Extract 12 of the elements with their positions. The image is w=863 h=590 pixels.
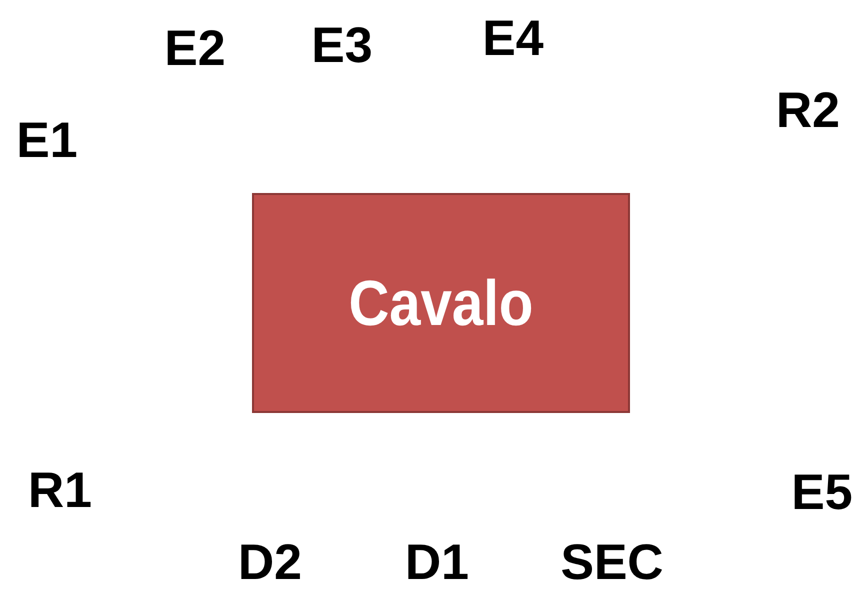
position-label: SEC <box>560 537 664 587</box>
position-label: D2 <box>238 537 302 587</box>
position-label: E5 <box>791 467 853 517</box>
position-label: R2 <box>776 85 840 135</box>
position-label: E3 <box>311 20 373 70</box>
position-label: E1 <box>16 115 78 165</box>
process-box <box>252 193 630 413</box>
position-label: E2 <box>164 23 226 73</box>
node-title: Cavalo <box>348 266 534 340</box>
position-label: E4 <box>482 13 544 63</box>
position-label: D1 <box>405 537 469 587</box>
position-label: R1 <box>28 465 92 515</box>
